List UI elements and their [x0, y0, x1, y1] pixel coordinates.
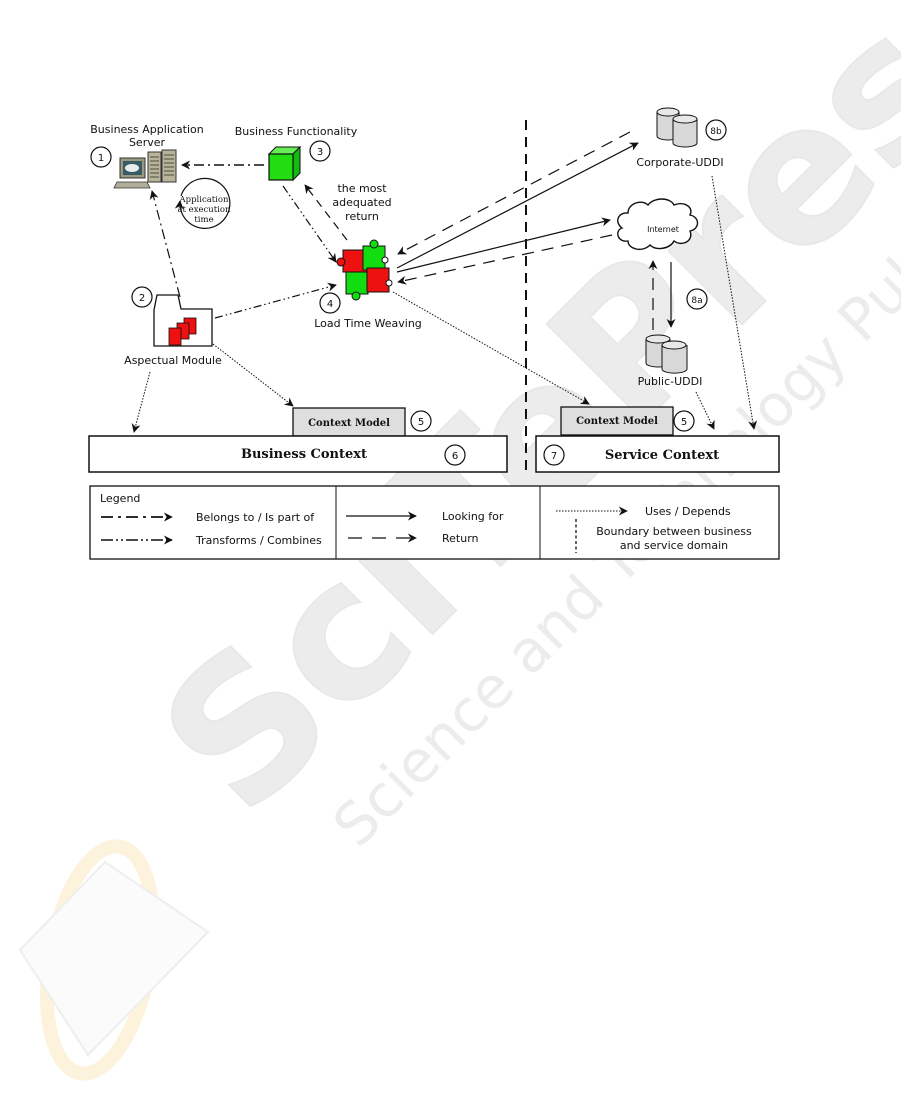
- server-computer-icon: [113, 149, 177, 189]
- edge-module-to-weaving: [214, 282, 337, 319]
- context-model-business-label: Context Model: [308, 418, 390, 429]
- adequated-line-3: return: [345, 210, 379, 223]
- number-1: 1: [98, 153, 104, 164]
- adequated-return-annotation: the most adequated return: [332, 182, 391, 223]
- edge-corporate-uddi-return: [397, 131, 631, 255]
- legend-item-return: Return: [348, 532, 479, 545]
- cloud-icon: [617, 198, 699, 251]
- aspect-files-icon: [168, 317, 197, 346]
- corporate-uddi-label: Corporate-UDDI: [636, 156, 723, 169]
- legend-box: [89, 485, 780, 560]
- number-badge-4: [319, 292, 341, 314]
- legend-label-belongs-to: Belongs to / Is part of: [196, 511, 315, 524]
- edge-module-to-context-model: [212, 343, 294, 407]
- adequated-line-1: the most: [337, 182, 387, 195]
- load-time-weaving-label: Load Time Weaving: [314, 317, 422, 330]
- legend-label-uses: Uses / Depends: [645, 505, 731, 518]
- legend-item-transforms: Transforms / Combines: [101, 534, 322, 547]
- service-context-model: Context Model 5: [560, 406, 695, 436]
- business-app-server-label-2: Server: [129, 136, 166, 149]
- number-7: 7: [551, 451, 557, 462]
- app-exec-line-3: time: [194, 215, 213, 225]
- legend-title: Legend: [100, 492, 140, 505]
- edge-public-uddi-to-service-context: [695, 391, 715, 430]
- corporate-uddi-node: 8b Corporate-UDDI: [636, 107, 727, 169]
- legend: Legend Belongs to / Is part of Transform…: [89, 485, 780, 560]
- legend-item-belongs-to: Belongs to / Is part of: [101, 511, 315, 524]
- number-4: 4: [327, 299, 333, 310]
- edge-weaving-to-internet: [396, 217, 611, 273]
- number-badge-1: [90, 146, 112, 168]
- legend-item-uses: Uses / Depends: [556, 505, 731, 518]
- number-8b: 8b: [710, 127, 722, 137]
- business-context-model: Context Model 5: [292, 407, 432, 437]
- load-time-weaving-node: 4 Load Time Weaving: [314, 239, 422, 330]
- public-uddi-label: Public-UDDI: [638, 375, 703, 388]
- number-badge-5-business: [410, 410, 432, 432]
- edge-module-to-business-context: [131, 371, 151, 433]
- number-8a: 8a: [691, 296, 702, 306]
- edges: [131, 131, 758, 433]
- adequated-line-2: adequated: [332, 196, 391, 209]
- number-badge-7: [543, 444, 565, 466]
- app-exec-line-2: at execution: [177, 205, 231, 215]
- legend-label-looking-for: Looking for: [442, 510, 504, 523]
- context-model-service-label: Context Model: [576, 416, 658, 427]
- edge-functionality-to-weaving: [282, 185, 337, 263]
- business-context-box: Business Context 6: [88, 435, 508, 473]
- public-uddi-node: 8a Public-UDDI: [638, 288, 708, 388]
- edge-weaving-to-corporate-uddi: [396, 142, 639, 269]
- number-badge-6: [444, 444, 466, 466]
- edge-module-to-server: [149, 190, 181, 298]
- number-badge-5-service: [673, 410, 695, 432]
- internet-node: Internet: [617, 198, 699, 251]
- legend-item-looking-for: Looking for: [346, 510, 504, 523]
- application-execution-time-loop: Application at execution time: [174, 177, 231, 229]
- service-context-box: Service Context 7: [535, 435, 780, 473]
- business-app-server-label-1: Business Application: [90, 123, 203, 136]
- legend-label-boundary-2: and service domain: [620, 539, 728, 552]
- watermark-logo-diamond: [18, 860, 210, 1057]
- green-cube-icon: [267, 145, 302, 182]
- edge-corporate-uddi-to-service-context: [711, 175, 758, 430]
- app-exec-line-1: Application: [178, 195, 229, 205]
- puzzle-icon: [336, 239, 393, 301]
- number-6: 6: [452, 451, 458, 462]
- number-5-service: 5: [681, 417, 687, 428]
- legend-label-boundary-1: Boundary between business: [596, 525, 752, 538]
- number-badge-2: [131, 286, 153, 308]
- business-application-server-node: Business Application Server 1: [90, 123, 204, 189]
- folder-icon: [153, 294, 213, 347]
- legend-label-transforms: Transforms / Combines: [195, 534, 322, 547]
- legend-item-boundary: Boundary between business and service do…: [575, 519, 752, 553]
- service-context-label: Service Context: [605, 448, 719, 463]
- internet-label: Internet: [647, 225, 679, 234]
- legend-label-return: Return: [442, 532, 479, 545]
- number-badge-3: [309, 140, 331, 162]
- number-5-business: 5: [418, 417, 424, 428]
- number-2: 2: [139, 293, 145, 304]
- business-context-label: Business Context: [241, 447, 367, 462]
- database-icon: [645, 334, 688, 374]
- aspectual-module-label: Aspectual Module: [124, 354, 222, 367]
- database-icon: [656, 107, 698, 148]
- aspectual-module-node: 2 Aspectual Module: [124, 286, 222, 367]
- business-functionality-label: Business Functionality: [235, 125, 358, 138]
- number-3: 3: [317, 147, 323, 158]
- business-functionality-node: Business Functionality 3: [235, 125, 358, 182]
- edge-weaving-return-to-functionality: [304, 184, 348, 241]
- number-badge-8b: [705, 119, 727, 141]
- edge-internet-return: [397, 234, 613, 285]
- number-badge-8a: [686, 288, 708, 310]
